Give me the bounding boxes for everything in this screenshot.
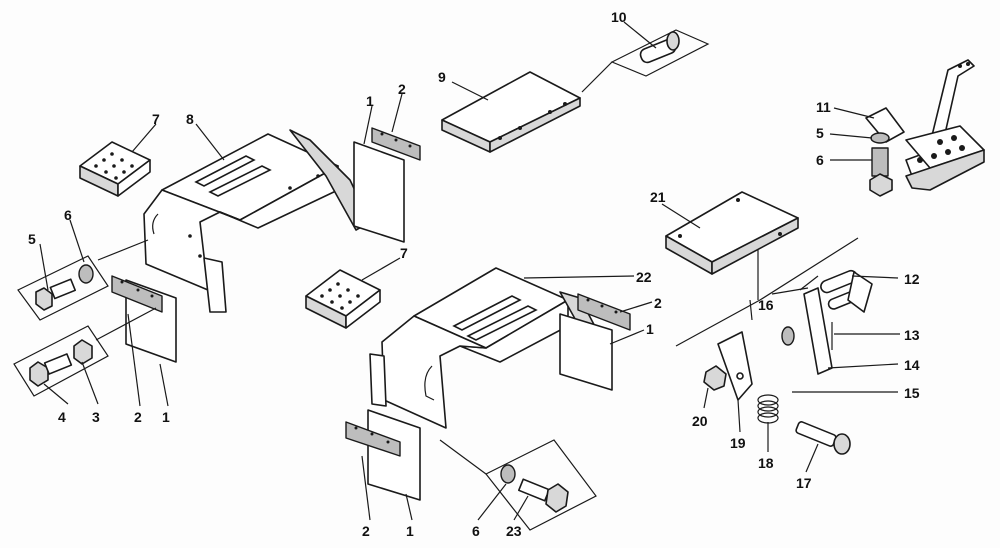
callout-14: 14 [904, 357, 920, 373]
callout-6-bottom: 6 [472, 523, 480, 539]
callout-2-upper: 2 [398, 81, 406, 97]
housing-part-8 [143, 129, 371, 313]
callout-1-right: 1 [646, 321, 654, 337]
callout-labels: 10 9 11 5 6 7 8 1 2 21 5 6 7 22 12 16 2 … [28, 9, 920, 539]
plate-part-9 [441, 71, 581, 153]
pedal-part-7-upper [79, 141, 151, 197]
callout-11: 11 [816, 99, 831, 115]
callout-8: 8 [186, 111, 194, 127]
callout-7-middle: 7 [400, 245, 408, 261]
bolt-group-3-4-left [13, 307, 157, 397]
callout-9: 9 [438, 69, 446, 85]
callout-3: 3 [92, 409, 100, 425]
mudflap-part-1-left [111, 275, 177, 363]
bolt-group-5-6-left [17, 239, 149, 321]
step-bracket-part-11 [865, 59, 985, 197]
callout-2-bottom: 2 [362, 523, 370, 539]
bolt-group-6-23 [439, 439, 597, 531]
callout-22: 22 [636, 269, 652, 285]
pin-part-10 [581, 29, 710, 93]
callout-5-right: 5 [816, 125, 824, 141]
callout-6-left: 6 [64, 207, 72, 223]
callout-leaders [39, 21, 900, 521]
plate-part-21 [665, 191, 799, 300]
callout-13: 13 [904, 327, 920, 343]
callout-17: 17 [796, 475, 812, 491]
mudflap-part-1-bottom [345, 409, 421, 501]
linkage-assembly [675, 237, 873, 455]
callout-21: 21 [650, 189, 666, 205]
callout-23: 23 [506, 523, 522, 539]
callout-10: 10 [611, 9, 627, 25]
callout-1-upper: 1 [366, 93, 374, 109]
callout-19: 19 [730, 435, 746, 451]
callout-12: 12 [904, 271, 920, 287]
callout-18: 18 [758, 455, 774, 471]
mudflap-part-1-upper [353, 127, 421, 243]
callout-6-right: 6 [816, 152, 824, 168]
callout-2-right: 2 [654, 295, 662, 311]
pedal-part-7-middle [305, 269, 381, 329]
callout-4: 4 [58, 409, 66, 425]
callout-1-bottom: 1 [406, 523, 414, 539]
callout-16: 16 [758, 297, 774, 313]
callout-5-left: 5 [28, 231, 36, 247]
mudflap-part-1-right [559, 293, 631, 391]
callout-15: 15 [904, 385, 920, 401]
callout-2-left: 2 [134, 409, 142, 425]
callout-7-upper: 7 [152, 111, 160, 127]
housing-part-22 [369, 267, 601, 429]
callout-1-left: 1 [162, 409, 170, 425]
callout-20: 20 [692, 413, 708, 429]
